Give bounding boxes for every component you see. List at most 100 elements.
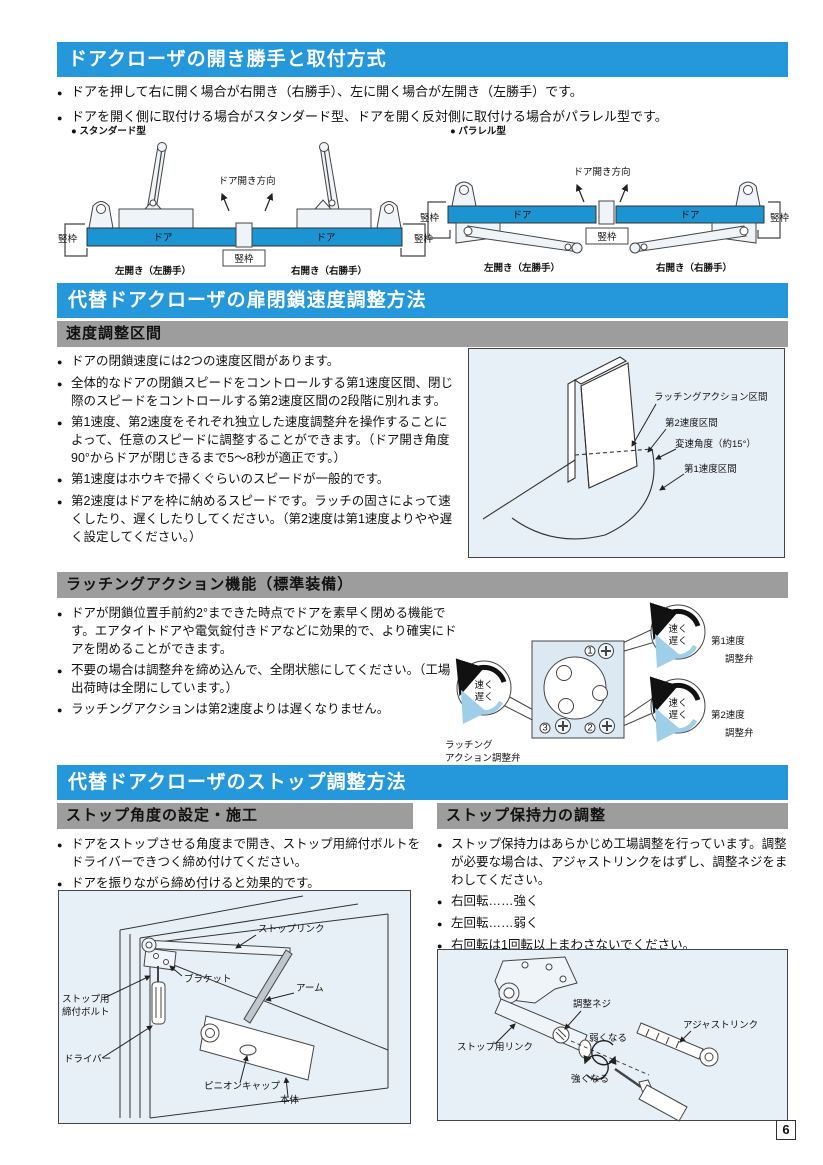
latching-zone-label: ラッチングアクション区間 [654,391,768,403]
standard-type-diagram: ● スタンダード型 ドア開き方向 竪枠 竪枠 [58,125,434,277]
adjust-screw-label: 調整ネジ [573,998,611,1010]
latching-valves-diagram: 1 3 2 速く 遅く [445,602,754,764]
door-opening-direction-label: ドア開き方向 [218,175,275,187]
latching-bullets: ドアが閉鎖位置手前約2°まできた時点でドアを素早く閉める機能です。エアタイトドア… [57,604,457,722]
section1-title: ドアクローザの開き勝手と取付方式 [68,49,387,70]
door-bar-right: ドア [249,227,403,247]
bullet-icon [437,835,451,889]
bullet-text: 不要の場合は調整弁を締め込んで、全閉状態にしてください。（工場出荷時は全閉にして… [71,663,451,695]
diagram-frame [58,890,411,1124]
bullet-item: ドアを開く側に取付ける場合がスタンダード型、ドアを開く反対側に取付ける場合がパラ… [57,107,788,129]
closer-arm-left [455,222,583,254]
bullet-text: ドアを開く側に取付ける場合がスタンダード型、ドアを開く反対側に取付ける場合がパラ… [71,108,668,124]
closer-arm-right [629,222,757,254]
stop-link-label: ストップ用リンク [457,1042,533,1053]
door-label: ドア [153,233,172,244]
door-bar-left: ドア [447,205,597,224]
opening-direction-arrows [220,192,274,212]
speed-zone-leaders [631,403,685,491]
bullet-text: ドアの閉鎖速度には2つの速度区間があります。 [71,354,340,368]
pinion-cap-label: ピニオンキャップ [204,1081,281,1092]
section3-title-bar: 代替ドアクローザのストップ調整方法 [57,765,788,800]
screw-number-1: 1 [587,646,592,657]
section3-title: 代替ドアクローザのストップ調整方法 [68,772,407,793]
bullet-icon [57,82,71,104]
adjust-link-rod [636,1022,719,1067]
dial-slow-label: 遅く [668,636,687,647]
stop-link-assembly [494,956,650,1076]
caption-left-opening: 左開き（左勝手） [483,262,560,274]
speed-zone-bullets: ドアの閉鎖速度には2つの速度区間があります。 全体的なドアの閉鎖スピードをコント… [57,352,457,549]
bullet-icon [57,374,71,410]
latching-valve-label-2: アクション調整弁 [445,752,521,764]
door-label: ドア [680,210,699,221]
speed-zone-heading-bar: 速度調整区間 [57,321,788,347]
hinge-left [451,181,477,207]
speed-zones-diagram: ラッチングアクション区間 第2速度区間 変速角度（約15°） 第1速度区間 [468,348,785,558]
bullet-item: 第1速度はホウキで掃くぐらいのスピードが一般的です。 [57,470,457,489]
caption-right-opening: 右開き（右勝手） [655,262,732,274]
bullet-icon [437,914,451,933]
body-label: 本体 [280,1094,300,1106]
bullet-text: 第1速度はホウキで掃くぐらいのスピードが一般的です。 [71,472,390,486]
speed1-valve-label-1: 第1速度 [711,635,745,647]
valve-screw-2: 2 [584,718,615,734]
bullet-icon [57,470,71,489]
bullet-item: 右回転は1回転以上まわさないでください。 [437,936,788,955]
parallel-type-diagram: ● パラレル型 ドア開き方向 竪枠 竪枠 ドア ドア [420,125,790,274]
parallel-type-label: ● パラレル型 [450,125,506,137]
bullet-text: 第1速度、第2速度をそれぞれ独立した速度調整弁を操作することによって、任意のスピ… [71,415,450,465]
stop-angle-heading: ストップ角度の設定・施工 [66,807,259,824]
caption-left-opening: 左開き（左勝手） [114,265,191,277]
speed1-valve-label-2: 調整弁 [725,653,754,665]
stop-link-label: ストップリンク [258,924,325,935]
section2-title-bar: 代替ドアクローザの扉閉鎖速度調整方法 [57,283,788,318]
door-bar-left: ドア [86,227,240,247]
bullet-item: ラッチングアクションは第2速度よりは遅くなりません。 [57,700,457,719]
bullet-text: ドアが閉鎖位置手前約2°まできた時点でドアを素早く閉める機能です。エアタイトドア… [71,606,457,656]
frame-label: 竪枠 [770,212,790,224]
bullet-icon [57,661,71,697]
bullet-text: ドアを振りながら締め付けると効果的です。 [71,876,320,890]
frame-middle: 竪枠 [585,200,629,245]
hinge-right [376,201,402,229]
stop-force-leaders [494,1010,692,1045]
speed-zone-heading: 速度調整区間 [66,325,163,342]
standard-type-label: ● スタンダード型 [71,125,146,137]
bullet-text: 左回転……弱く [451,916,539,930]
valve-screw-3: 3 [539,718,571,734]
stop-angle-bullets: ドアをストップさせる角度まで開き、ストップ用締付ボルトをドライバーできつく締め付… [57,835,423,896]
screw-number-2: 2 [587,723,592,734]
bullet-text: 全体的なドアの閉鎖スピードをコントロールする第1速度区間、閉じ際のスピードをコン… [71,376,453,408]
bullet-item: ドアを押して右に開く場合が右開き（右勝手）、左に開く場合が左開き（左勝手）です。 [57,82,788,104]
stronger-label: 強くなる [571,1073,609,1085]
page-number: 6 [776,1120,796,1140]
bullet-icon [57,413,71,467]
bullet-item: ストップ保持力はあらかじめ工場調整を行っています。調整が必要な場合は、アジャスト… [437,835,788,889]
latching-heading-bar: ラッチングアクション機能（標準装備） [57,572,788,598]
caption-right-opening: 右開き（右勝手） [290,265,367,277]
bullet-item: 不要の場合は調整弁を締め込んで、全閉状態にしてください。（工場出荷時は全閉にして… [57,661,457,697]
door-opening-direction-label: ドア開き方向 [573,166,630,178]
frame-bracket-right: 竪枠 [757,201,790,239]
bullet-item: ドアをストップさせる角度まで開き、ストップ用締付ボルトをドライバーできつく締め付… [57,835,423,871]
frame-label: 竪枠 [58,233,78,245]
bullet-text: 第2速度はドアを枠に納めるスピードです。ラッチの固さによって速くしたり、遅くした… [71,494,453,544]
frame-label: 竪枠 [420,212,440,224]
bullet-text: ラッチングアクションは第2速度よりは遅くなりません。 [71,702,390,716]
weaker-label: 弱くなる [589,1033,627,1044]
valve-screw-1: 1 [584,643,614,659]
bullet-item: 左回転……弱く [437,914,788,933]
bullet-icon [57,352,71,371]
frame-label: 竪枠 [414,233,434,245]
adjust-link-label: アジャストリンク [683,1020,758,1031]
stop-bolt-label-2: 締付ボルト [62,1006,110,1018]
dial-fast-label: 速く [474,680,493,691]
bullet-icon [57,604,71,658]
screwdriver [614,1067,688,1122]
frame-bracket-left: 竪枠 [58,223,88,257]
door-frame-lines [119,895,389,1119]
dial-fast-label: 速く [668,624,687,635]
bullet-item: ドアが閉鎖位置手前約2°まできた時点でドアを素早く閉める機能です。エアタイトドア… [57,604,457,658]
stop-force-heading: ストップ保持力の調整 [446,807,607,824]
